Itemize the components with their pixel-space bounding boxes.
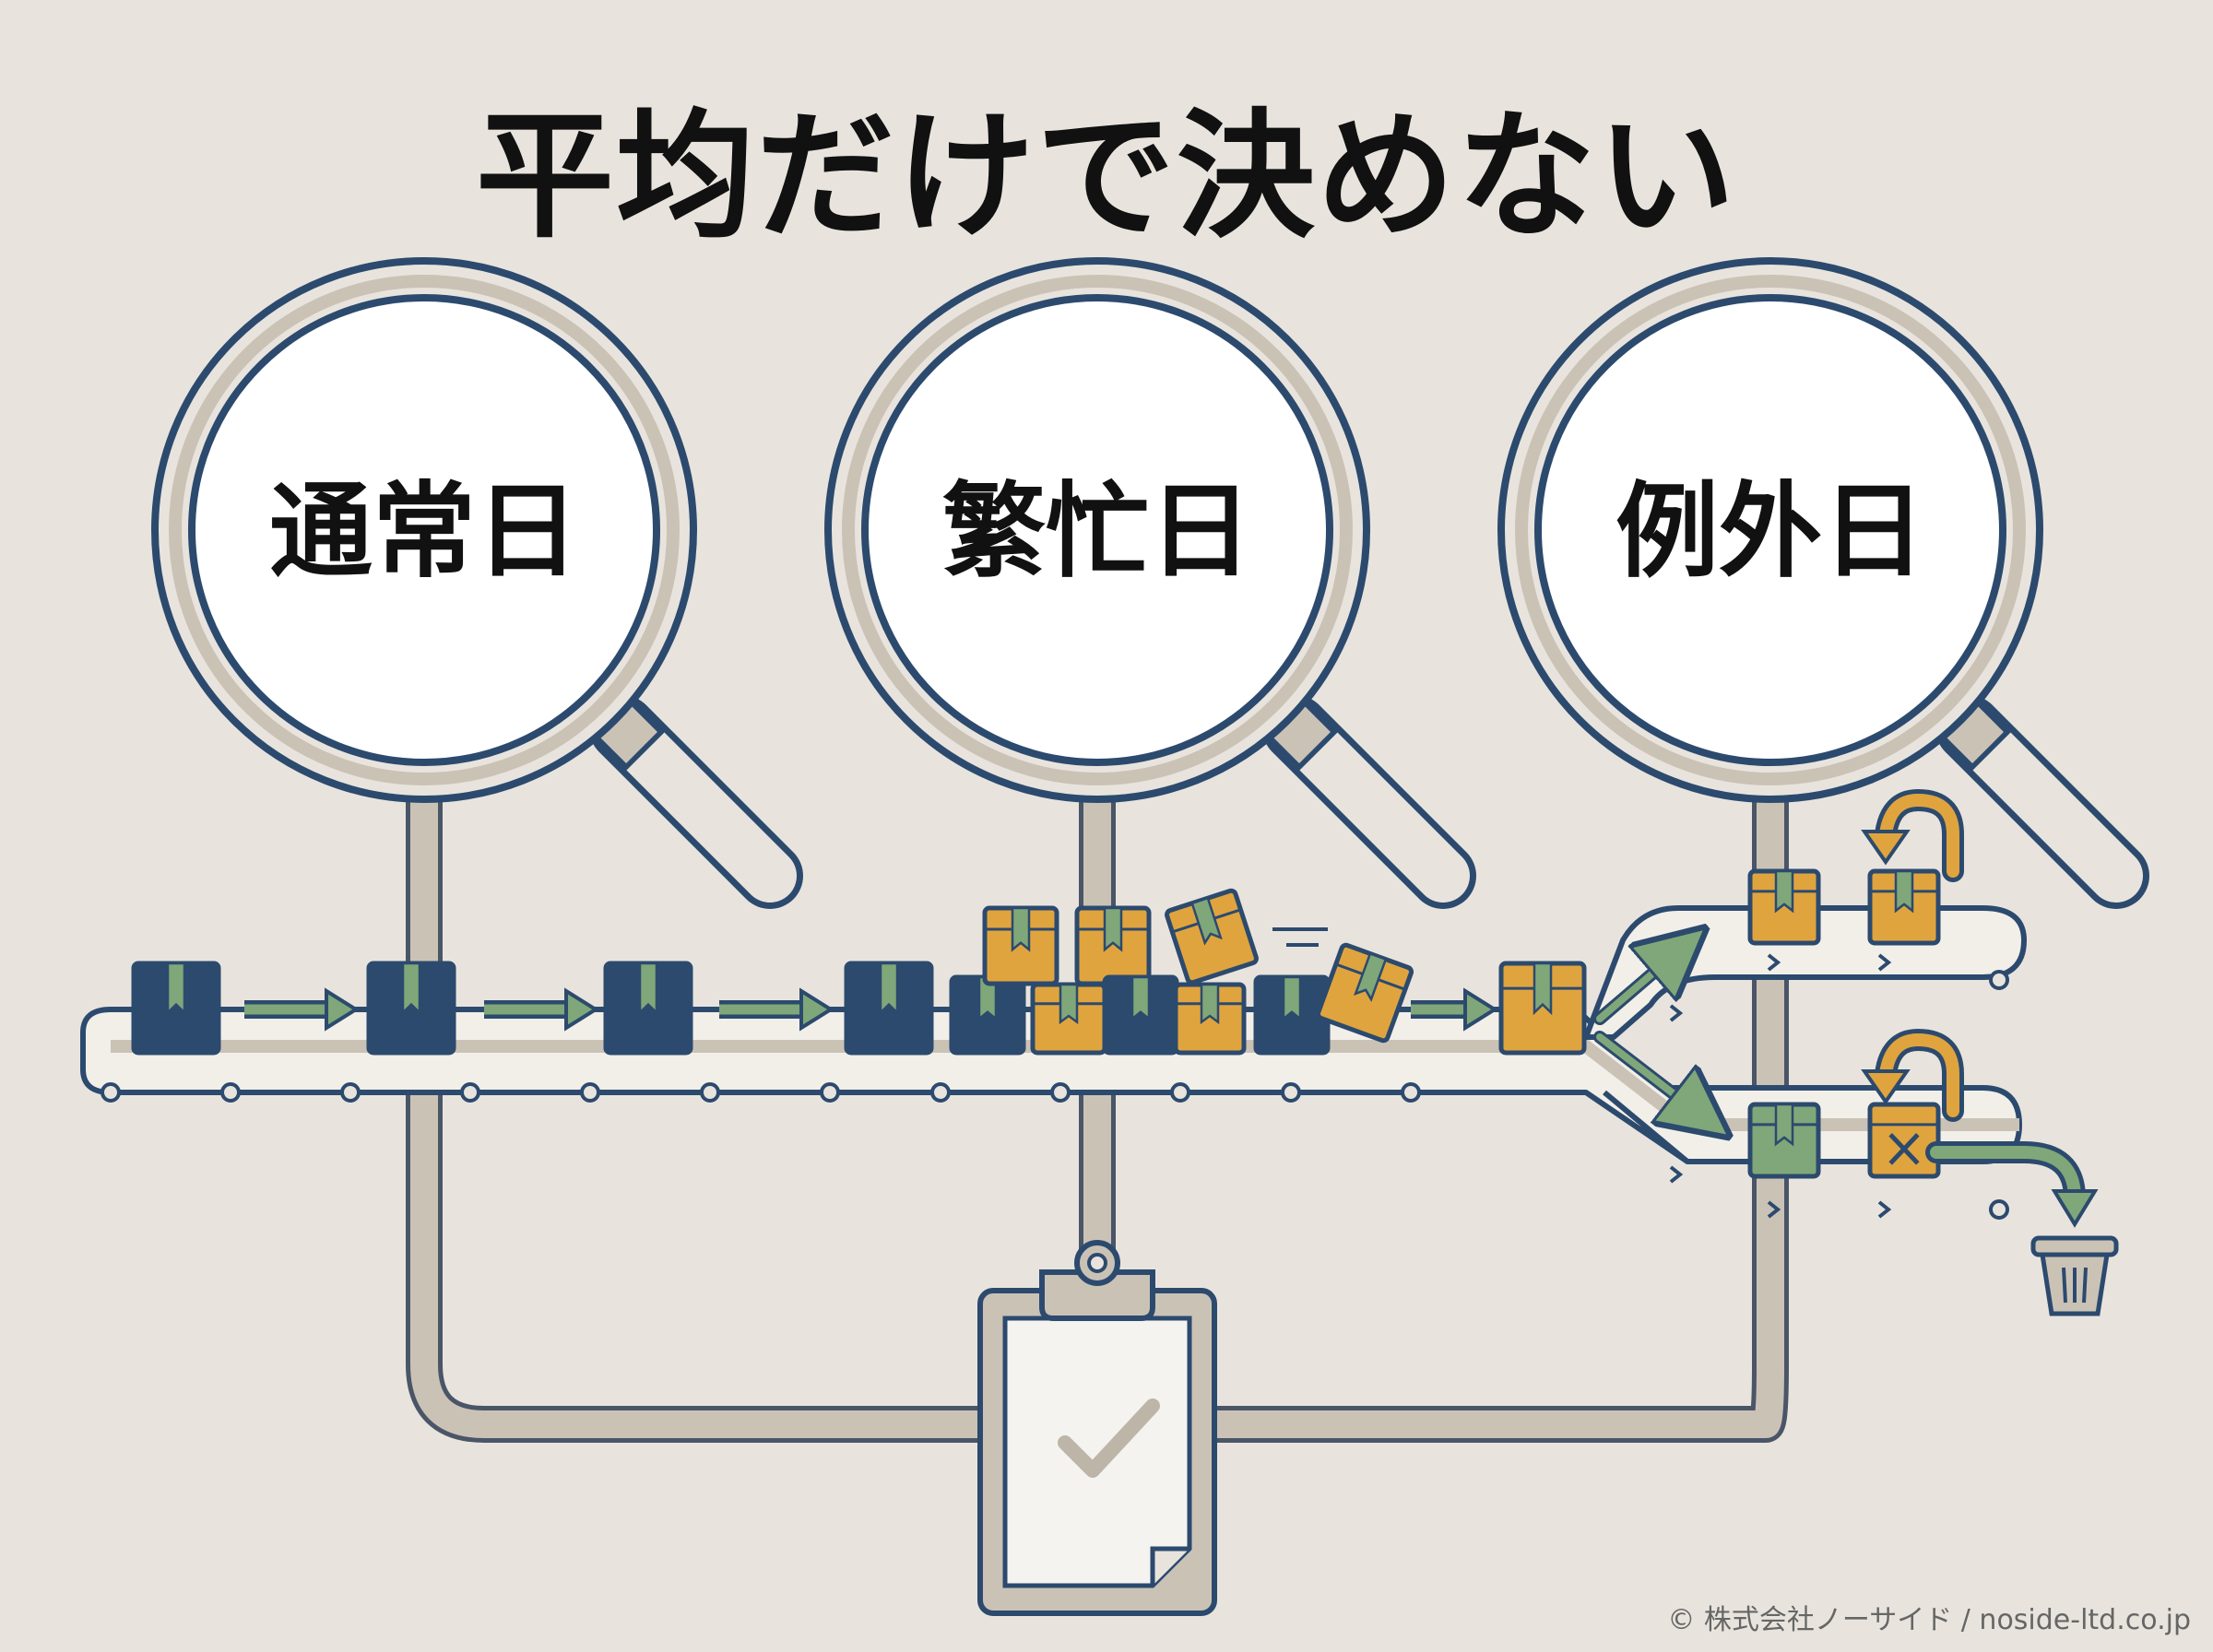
magnifier-icon: 繁忙日 bbox=[824, 257, 1476, 909]
box-icon bbox=[1074, 905, 1152, 986]
conveyor-rollers bbox=[101, 1082, 1421, 1103]
return-arrow-icon bbox=[1861, 788, 1964, 882]
lower-branch-marks bbox=[1669, 1165, 2009, 1220]
box-icon bbox=[1165, 888, 1259, 985]
box-icon bbox=[131, 961, 221, 1056]
split-arrow-icon bbox=[1593, 936, 1720, 1129]
box-icon bbox=[1747, 1102, 1821, 1179]
arrow-icon bbox=[244, 987, 360, 1032]
box-icon bbox=[1102, 974, 1179, 1056]
roller bbox=[1401, 1082, 1421, 1103]
box-icon bbox=[1173, 982, 1247, 1056]
arrow-icon bbox=[719, 987, 834, 1032]
roller bbox=[1050, 1082, 1071, 1103]
box-icon bbox=[1315, 942, 1414, 1044]
magnifier-lenses: 通常日 繁忙日 例外日 bbox=[151, 257, 2149, 909]
magnifier-icon: 例外日 bbox=[1497, 257, 2149, 909]
magnifier-icon: 通常日 bbox=[151, 257, 803, 909]
boxes bbox=[131, 868, 1941, 1179]
roller bbox=[580, 1082, 600, 1103]
copyright-text: © 株式会社ノーサイド / noside-ltd.co.jp bbox=[1667, 1604, 2191, 1636]
lens-label: 例外日 bbox=[1615, 472, 1925, 592]
box-icon bbox=[1030, 982, 1107, 1056]
roller bbox=[101, 1082, 121, 1103]
roller bbox=[930, 1082, 951, 1103]
arrow-icon bbox=[484, 987, 599, 1032]
box-icon bbox=[366, 961, 456, 1056]
flow-arrows bbox=[244, 927, 1498, 1032]
discard-arrow-icon bbox=[1925, 1141, 2099, 1228]
roller bbox=[1170, 1082, 1190, 1103]
box-icon bbox=[1498, 961, 1587, 1056]
clipboard-check-icon bbox=[977, 1240, 1217, 1616]
box-icon bbox=[603, 961, 693, 1056]
return-arrow-icon bbox=[1861, 1028, 1964, 1122]
trash-icon bbox=[2030, 1235, 2119, 1316]
box-icon bbox=[982, 905, 1059, 986]
lens-label: 繁忙日 bbox=[942, 472, 1252, 592]
page-title: 平均だけで決めない bbox=[475, 97, 1737, 257]
roller bbox=[340, 1082, 361, 1103]
motion-lines bbox=[1272, 927, 1328, 947]
arrow-icon bbox=[1411, 987, 1498, 1032]
box-icon bbox=[844, 961, 934, 1056]
roller bbox=[700, 1082, 720, 1103]
box-icon bbox=[949, 974, 1026, 1056]
lower-branch-conveyor bbox=[1603, 1090, 1689, 1164]
roller bbox=[820, 1082, 840, 1103]
box-icon bbox=[1867, 868, 1941, 946]
rejected-box-icon bbox=[1867, 1102, 1941, 1179]
box-icon bbox=[1747, 868, 1821, 946]
roller bbox=[1281, 1082, 1301, 1103]
lens-label: 通常日 bbox=[269, 472, 579, 592]
roller bbox=[220, 1082, 241, 1103]
roller bbox=[460, 1082, 480, 1103]
